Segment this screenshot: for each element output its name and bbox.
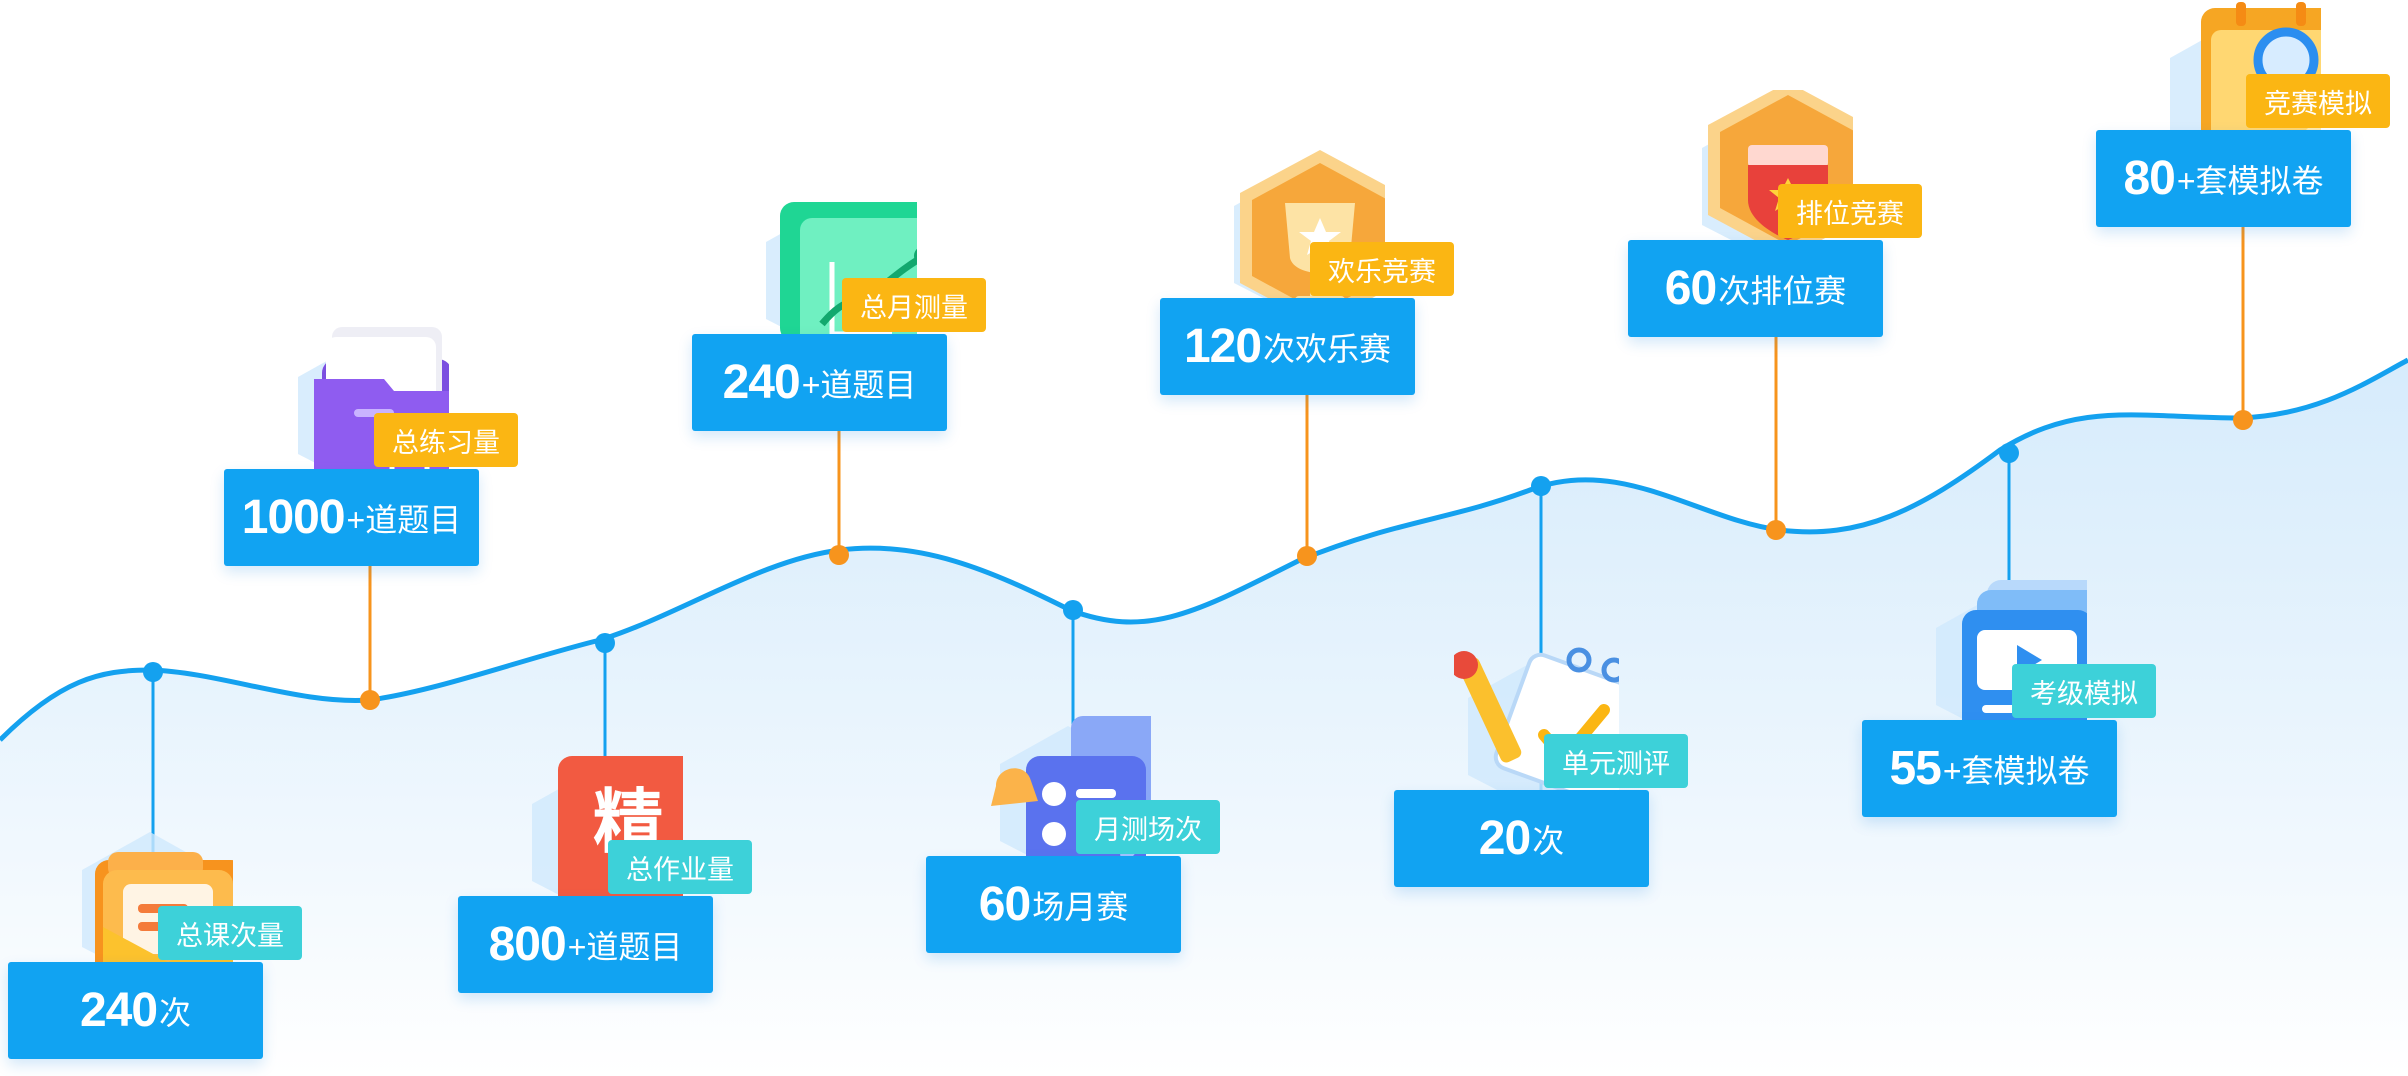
milestone-tag: 总练习量 — [374, 413, 518, 467]
milestone-unit: 次欢乐赛 — [1263, 330, 1392, 367]
milestone-tag: 总课次量 — [158, 906, 302, 960]
milestone-unit: +道题目 — [346, 501, 462, 538]
curve-node — [1999, 443, 2019, 463]
milestone-unit: +道题目 — [801, 366, 917, 403]
curve-node — [2233, 410, 2253, 430]
milestone-number: 240 — [722, 356, 801, 409]
curve-node — [595, 633, 615, 653]
milestone-number: 240 — [79, 984, 158, 1037]
curve-node — [1063, 600, 1083, 620]
milestone-number: 1000 — [241, 491, 346, 544]
milestone-unit: 次排位赛 — [1718, 272, 1847, 309]
milestone-number: 20 — [1478, 812, 1531, 865]
milestone-tag: 欢乐竞赛 — [1310, 242, 1454, 296]
milestone-tag: 排位竞赛 — [1778, 184, 1922, 238]
milestone-number: 60 — [1664, 262, 1717, 315]
milestone-tag: 考级模拟 — [2012, 664, 2156, 718]
milestone-number: 60 — [978, 878, 1031, 931]
milestone-tag: 总月测量 — [842, 278, 986, 332]
milestone-number: 120 — [1183, 320, 1262, 373]
milestone-unit: 次 — [1532, 822, 1565, 859]
milestone-tag: 总作业量 — [608, 840, 752, 894]
curve-node — [1297, 546, 1317, 566]
milestone-unit: +套模拟卷 — [1942, 752, 2090, 789]
curve-node — [143, 662, 163, 682]
milestone-unit: 场月赛 — [1032, 888, 1129, 925]
milestone-unit: +道题目 — [567, 928, 683, 965]
curve-node — [1531, 476, 1551, 496]
milestone-number: 800 — [488, 918, 567, 971]
milestone-tag: 月测场次 — [1076, 800, 1220, 854]
milestone-number: 55 — [1889, 742, 1941, 795]
curve-node — [360, 690, 380, 710]
milestone-number: 80 — [2123, 152, 2175, 205]
milestone-unit: 次 — [159, 994, 192, 1031]
curve-node — [829, 545, 849, 565]
curve-node — [1766, 520, 1786, 540]
milestone-tag: 竞赛模拟 — [2246, 74, 2390, 128]
milestone-tag: 单元测评 — [1544, 734, 1688, 788]
milestone-unit: +套模拟卷 — [2176, 162, 2324, 199]
